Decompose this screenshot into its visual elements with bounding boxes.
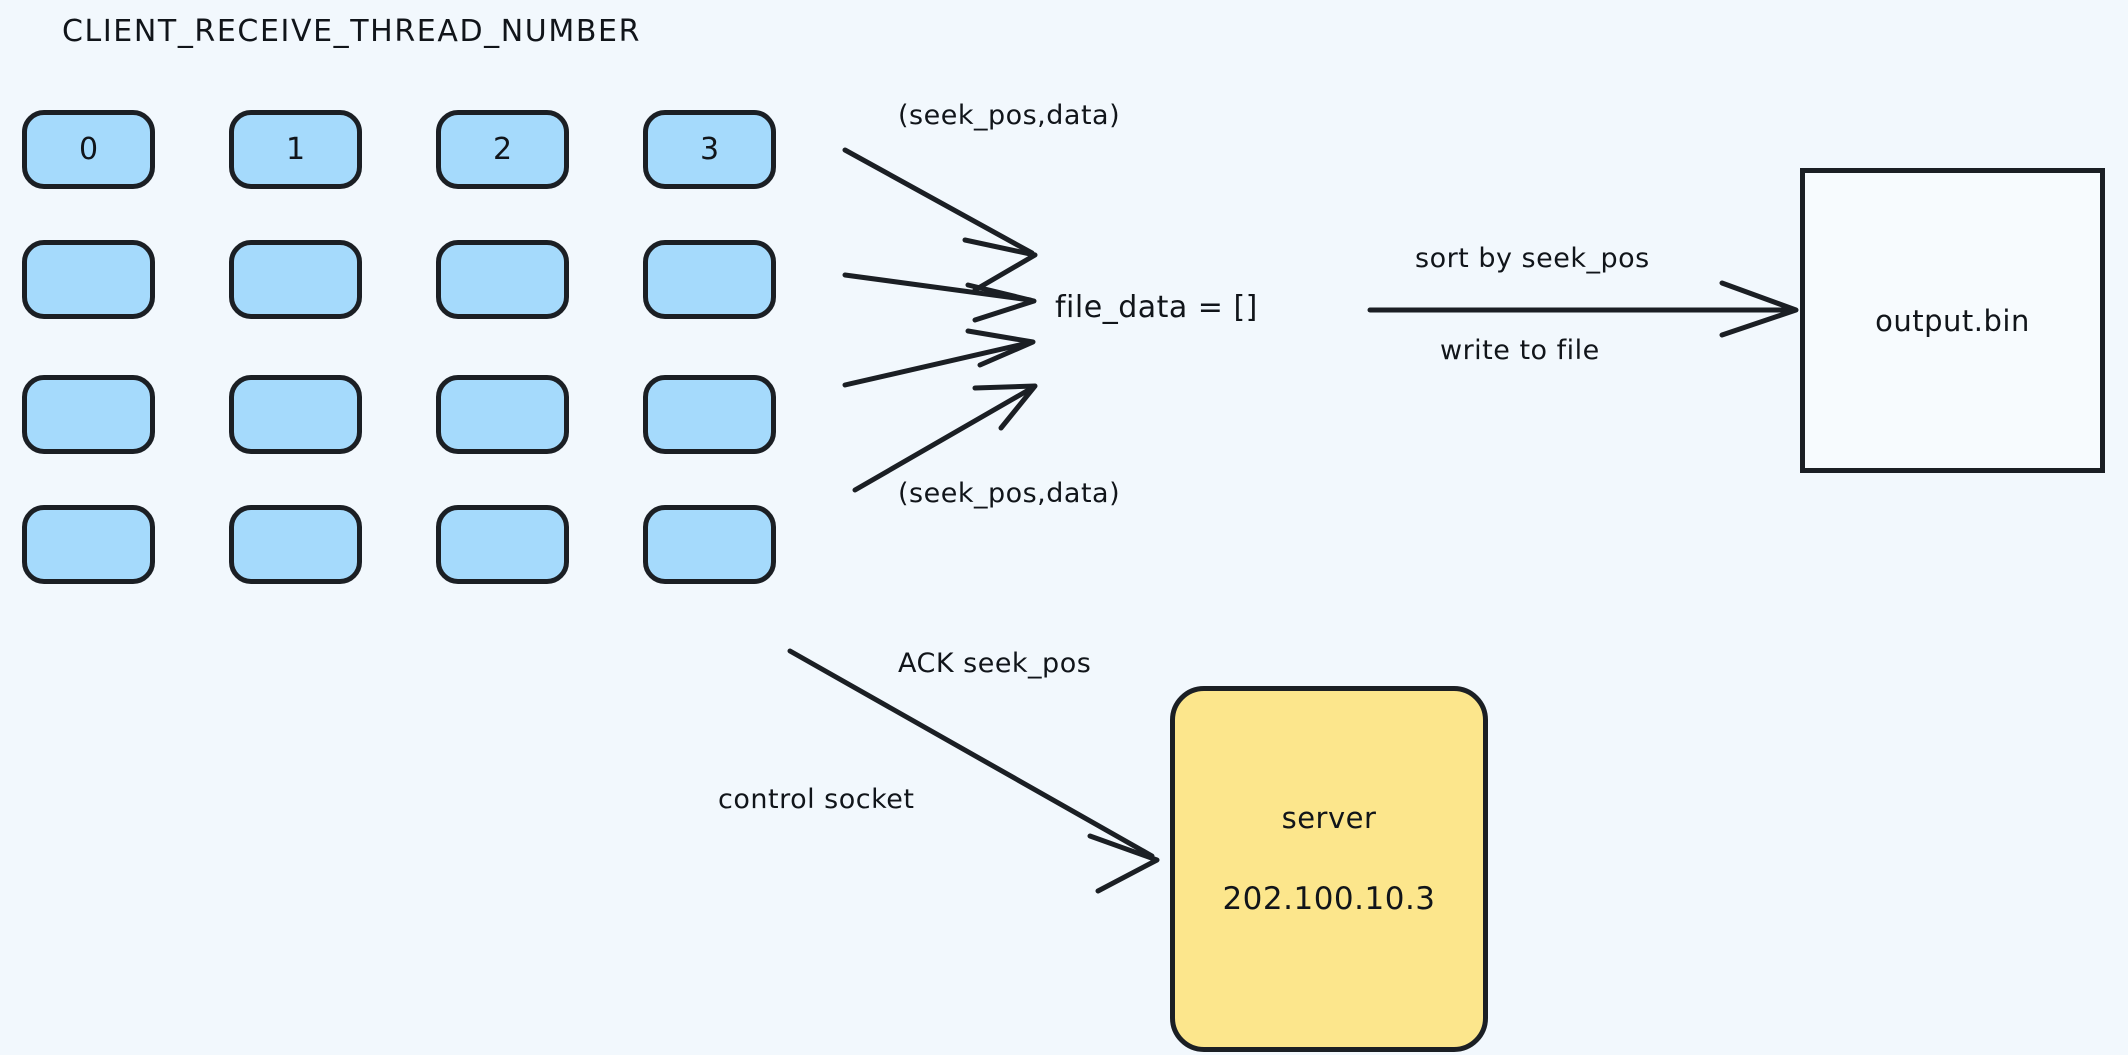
edge-label-write-to-file: write to file: [1440, 335, 1600, 366]
thread-box-r4c4[interactable]: [643, 505, 776, 584]
edge-label-sort-by-seek-pos: sort by seek_pos: [1415, 243, 1650, 274]
edge-label-seek-pos-bottom: (seek_pos,data): [898, 478, 1121, 509]
thread-box-r1c2[interactable]: 1: [229, 110, 362, 189]
thread-box-r2c4[interactable]: [643, 240, 776, 319]
server-title: server: [1281, 801, 1377, 835]
thread-box-r4c3[interactable]: [436, 505, 569, 584]
output-file-box[interactable]: output.bin: [1800, 168, 2105, 473]
server-ip-address: 202.100.10.3: [1222, 881, 1436, 917]
arrow-thread4-to-filedata: [852, 385, 1035, 493]
thread-box-r2c3[interactable]: [436, 240, 569, 319]
page-title: CLIENT_RECEIVE_THREAD_NUMBER: [62, 14, 642, 49]
thread-box-label: 1: [285, 132, 306, 167]
edge-label-seek-pos-top: (seek_pos,data): [898, 100, 1121, 131]
arrow-thread3-to-filedata: [842, 340, 1031, 388]
server-box[interactable]: server 202.100.10.3: [1170, 686, 1488, 1052]
thread-box-r4c1[interactable]: [22, 505, 155, 584]
edge-label-ack-seek-pos: ACK seek_pos: [898, 648, 1092, 679]
thread-box-r1c1[interactable]: 0: [22, 110, 155, 189]
thread-box-label: 0: [78, 132, 99, 167]
arrow-thread2-to-filedata: [842, 272, 1033, 303]
thread-box-r4c2[interactable]: [229, 505, 362, 584]
output-file-label: output.bin: [1875, 303, 2030, 338]
arrow-thread1-to-filedata: [842, 147, 1035, 256]
thread-box-r3c4[interactable]: [643, 375, 776, 454]
thread-box-r1c4[interactable]: 3: [643, 110, 776, 189]
thread-box-r2c2[interactable]: [229, 240, 362, 319]
thread-box-label: 2: [492, 132, 513, 167]
thread-box-r3c2[interactable]: [229, 375, 362, 454]
thread-box-label: 3: [699, 132, 720, 167]
thread-box-r3c3[interactable]: [436, 375, 569, 454]
file-data-node: file_data = []: [1055, 290, 1258, 325]
thread-box-r2c1[interactable]: [22, 240, 155, 319]
arrow-client-to-server: [787, 648, 1155, 859]
thread-box-r3c1[interactable]: [22, 375, 155, 454]
thread-box-r1c3[interactable]: 2: [436, 110, 569, 189]
edge-label-control-socket: control socket: [718, 784, 915, 815]
